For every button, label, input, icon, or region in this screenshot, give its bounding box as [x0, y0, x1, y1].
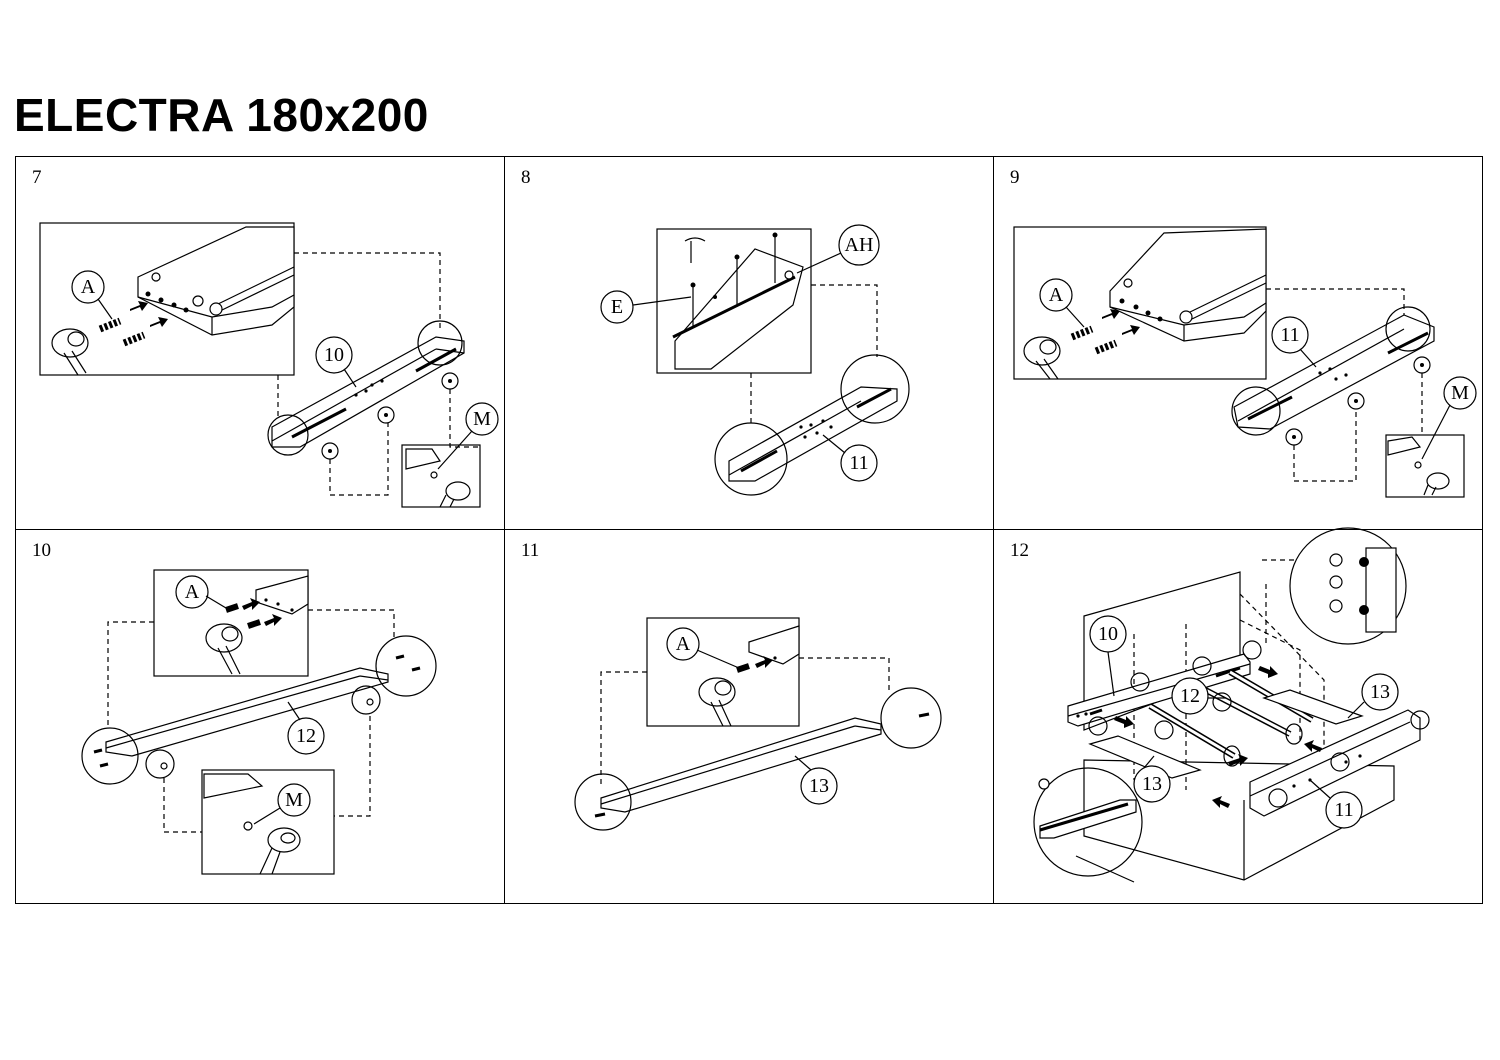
detail-inset: [656, 228, 812, 374]
magnify-circle-icon: [1231, 386, 1281, 436]
step-9-panel: 9 A: [994, 157, 1482, 530]
mallet-icon: [51, 328, 89, 376]
step-8-illustration: E AH 11: [600, 224, 910, 496]
step-11-panel: 11 A: [505, 530, 994, 903]
step-10-illustration: A 12: [81, 569, 437, 875]
board-part-13: [1262, 689, 1364, 725]
dowel-icon: [1070, 325, 1118, 355]
assembly-steps-grid: 7: [15, 156, 1483, 904]
step-9-illustration: A 11: [1013, 226, 1477, 498]
step-number: 11: [521, 540, 540, 561]
step-8-panel: 8 E AH: [505, 157, 994, 530]
label-tool: M: [473, 408, 491, 430]
label-dowel: A: [81, 276, 96, 298]
step-7-panel: 7: [16, 157, 505, 530]
cam-lock-icon: [351, 685, 381, 715]
magnify-circle-icon: [1385, 306, 1431, 352]
rail-part-10: [271, 336, 465, 448]
dowel-icon: [98, 317, 146, 347]
mallet-icon: [1023, 336, 1061, 380]
cam-lock-icon: [1285, 356, 1431, 446]
rail-part-11: [728, 386, 898, 482]
label-board-right: 13: [1370, 681, 1390, 703]
rail-part-11: [1249, 709, 1421, 817]
cam-lock-icon: [1414, 461, 1422, 469]
cam-lock-icon: [243, 821, 253, 831]
step-number: 12: [1010, 540, 1029, 561]
insertion-arrow-icon: [242, 598, 260, 610]
rail-part-10: [1067, 653, 1251, 727]
label-dowel: A: [676, 633, 691, 655]
label-slat-center: 12: [1180, 685, 1200, 707]
board-part-13: [600, 717, 882, 813]
cam-lock-icon: [1088, 640, 1430, 808]
label-tool: M: [1451, 382, 1469, 404]
page-title: ELECTRA 180x200: [14, 89, 429, 141]
magnify-circle-icon: [81, 727, 139, 785]
insertion-arrow-icon: [264, 614, 282, 626]
cam-lock-icon: [430, 471, 438, 479]
magnify-circle-icon: [840, 354, 910, 424]
detail-inset: [153, 569, 309, 677]
step-12-illustration: 10 12 13 13 11: [1033, 527, 1430, 883]
label-board-left: 13: [1142, 773, 1162, 795]
board-part-12: [105, 667, 389, 757]
magnify-circle-icon: [1033, 767, 1143, 883]
label-part: 12: [296, 725, 316, 747]
label-bracket: AH: [845, 234, 874, 256]
screw-icon: [690, 232, 778, 327]
insertion-arrow-icon: [1102, 309, 1140, 335]
screwdriver-icon: [684, 237, 706, 263]
label-part: 13: [809, 775, 829, 797]
label-screw: E: [611, 296, 623, 318]
rail-end-detail: [137, 226, 295, 336]
magnify-circle-icon: [574, 773, 632, 831]
cam-lock-icon: [145, 749, 175, 779]
magnify-circle-icon: [267, 414, 309, 456]
label-rail-right: 11: [1334, 799, 1353, 821]
step-number: 9: [1010, 167, 1020, 188]
magnify-circle-icon: [1289, 527, 1407, 645]
label-tool: M: [285, 789, 303, 811]
tool-inset: [401, 444, 481, 508]
label-rail-left: 10: [1098, 623, 1118, 645]
magnify-circle-icon: [880, 687, 942, 749]
insertion-arrow-icon: [755, 656, 773, 668]
label-dowel: A: [1049, 284, 1064, 306]
magnify-circle-icon: [714, 422, 788, 496]
mallet-icon: [205, 623, 243, 675]
rail-part-11: [1233, 314, 1435, 430]
label-dowel: A: [185, 581, 200, 603]
tool-inset: [1385, 434, 1465, 498]
label-circle-dowel: [71, 270, 105, 304]
step-7-illustration: A 10: [39, 222, 499, 508]
magnify-circle-icon: [375, 635, 437, 697]
label-part: 11: [849, 452, 868, 474]
step-number: 10: [32, 540, 51, 561]
step-number: 7: [32, 167, 42, 188]
magnify-circle-icon: [417, 320, 463, 366]
mallet-icon: [698, 677, 736, 727]
mallet-icon: [1426, 472, 1450, 490]
insertion-arrow-icon: [130, 301, 168, 327]
insertion-arrow-icon: [1114, 666, 1322, 808]
label-part: 11: [1280, 324, 1299, 346]
step-10-panel: 10 A: [16, 530, 505, 903]
tool-inset: [201, 769, 335, 875]
step-12-panel: 12: [994, 527, 1482, 903]
label-part: 10: [324, 344, 344, 366]
step-number: 8: [521, 167, 531, 188]
mallet-icon: [445, 481, 471, 501]
step-11-illustration: A 13: [574, 617, 942, 831]
